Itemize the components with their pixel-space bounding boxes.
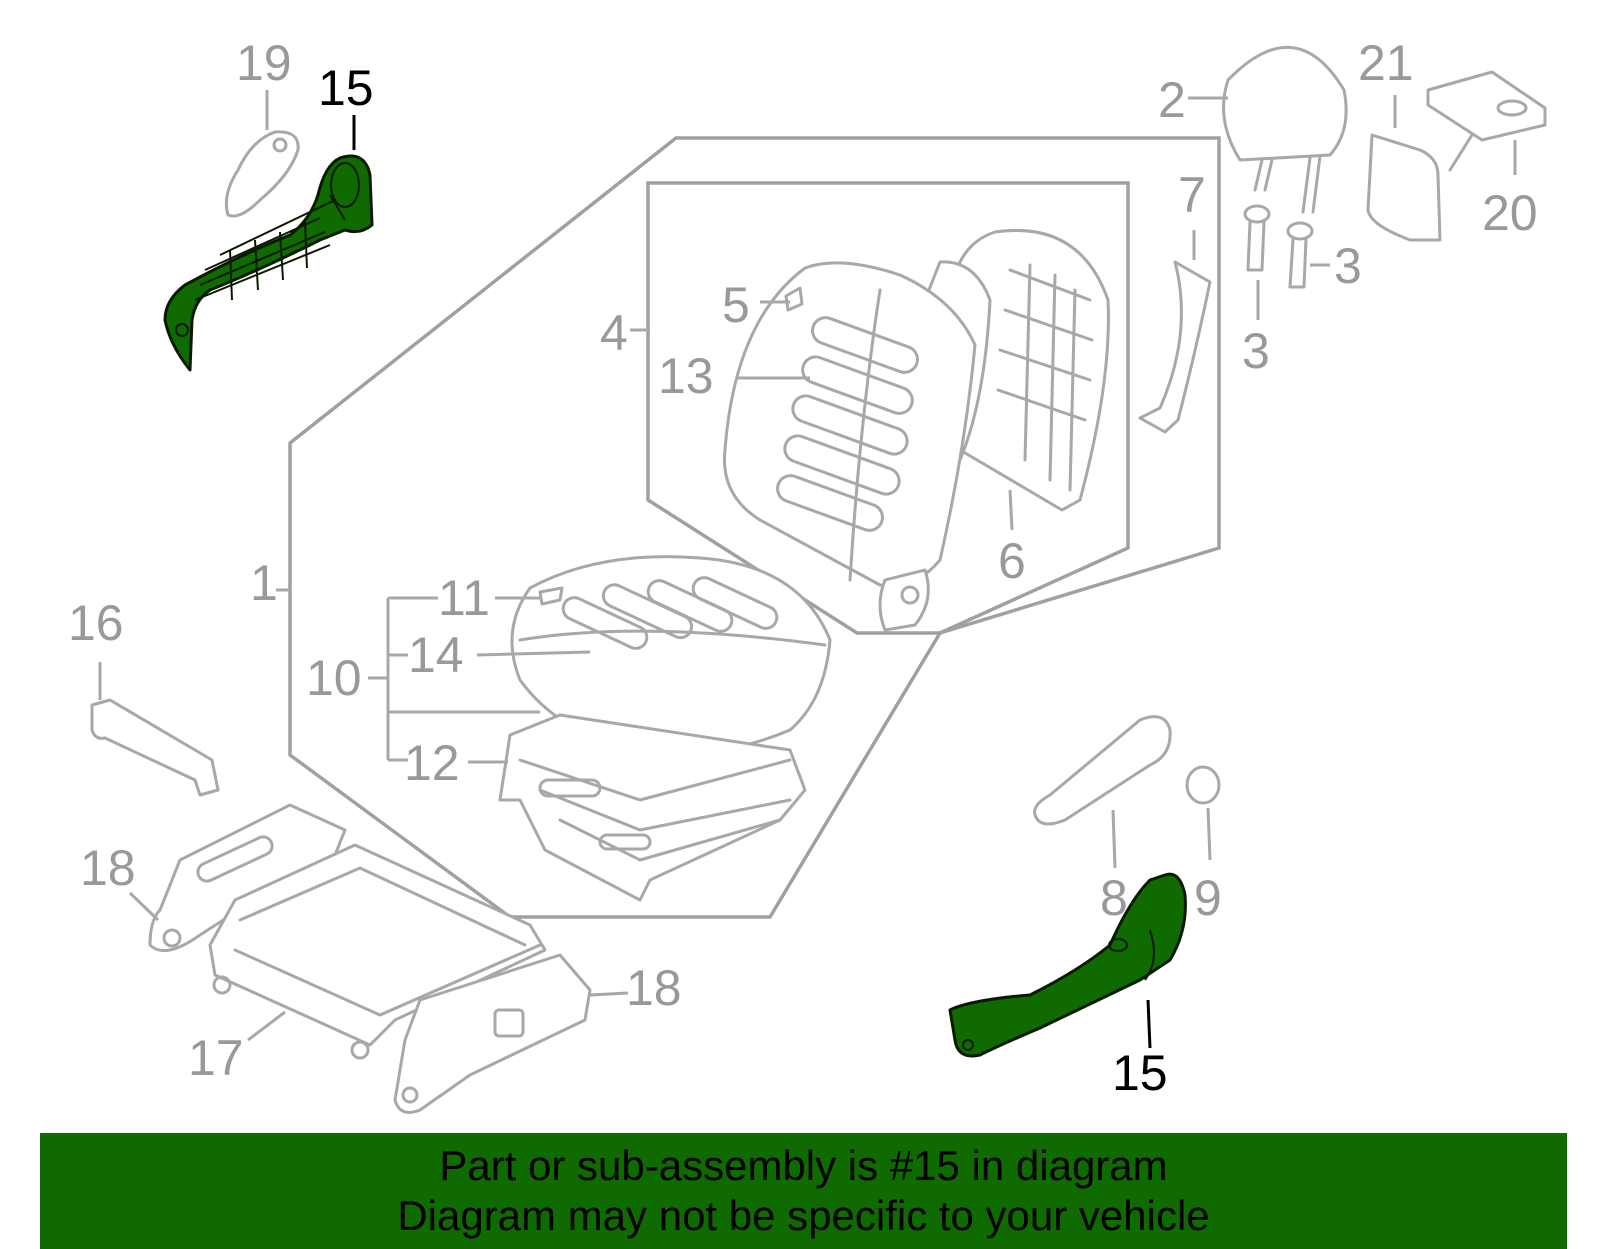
trim-cover-part-21 — [1366, 133, 1442, 242]
callout-17: 17 — [188, 1030, 244, 1086]
callout-20: 20 — [1482, 185, 1538, 241]
track-cover-part-18-right — [393, 953, 592, 1114]
callout-6: 6 — [998, 533, 1026, 589]
callout-7: 7 — [1178, 167, 1206, 223]
side-trim-part-7 — [1138, 260, 1212, 434]
switch-part-20 — [1426, 70, 1547, 172]
callouts: 1 2 3 3 4 5 6 7 8 9 10 11 12 13 14 15 15… — [68, 35, 1538, 1101]
callout-8: 8 — [1100, 870, 1128, 926]
recliner-cover-part-15-lower — [948, 872, 1187, 1058]
callout-4: 4 — [600, 305, 628, 361]
handle-part-8 — [1033, 715, 1172, 826]
callout-5: 5 — [722, 277, 750, 333]
callout-3-right: 3 — [1334, 238, 1362, 294]
callout-9: 9 — [1194, 870, 1222, 926]
seat-back-outline — [646, 181, 1130, 635]
seat-track-frame-part-17 — [208, 843, 547, 1060]
highlight-shape-upper — [163, 154, 374, 372]
callout-15-upper: 15 — [318, 60, 374, 116]
trim-part-16 — [90, 698, 220, 797]
callout-19: 19 — [236, 35, 292, 91]
seat-cushion-part-10 — [510, 555, 832, 756]
callout-13: 13 — [658, 348, 714, 404]
cushion-frame-part-12 — [498, 713, 807, 902]
lever-part-19 — [224, 130, 300, 218]
callout-14: 14 — [408, 627, 464, 683]
leader-lines — [98, 90, 1517, 1049]
callout-21: 21 — [1358, 35, 1414, 91]
callout-18-right: 18 — [626, 960, 682, 1016]
recliner-cover-part-15-upper — [163, 154, 374, 372]
callout-3-lower: 3 — [1242, 323, 1270, 379]
callout-15-lower: 15 — [1112, 1045, 1168, 1101]
callout-18-left: 18 — [80, 840, 136, 896]
banner-line-2: Diagram may not be specific to your vehi… — [397, 1192, 1210, 1239]
seat-assembly-outline — [288, 136, 1221, 919]
clip-part-5 — [784, 286, 804, 312]
callout-12: 12 — [404, 735, 460, 791]
callout-11: 11 — [438, 570, 490, 626]
part-info-banner: Part or sub-assembly is #15 in diagram D… — [40, 1133, 1567, 1249]
cap-part-9 — [1185, 765, 1221, 805]
banner-line-1: Part or sub-assembly is #15 in diagram — [439, 1142, 1168, 1189]
callout-1: 1 — [250, 555, 278, 611]
seat-back-cover-part-13 — [722, 261, 977, 632]
callout-10: 10 — [306, 650, 362, 706]
callout-16: 16 — [68, 595, 124, 651]
headrest-part — [1222, 45, 1348, 214]
headrest-guide-parts — [1243, 204, 1314, 289]
callout-2: 2 — [1158, 72, 1186, 128]
highlight-shape-lower — [948, 872, 1187, 1058]
clip-part-11 — [538, 586, 564, 606]
